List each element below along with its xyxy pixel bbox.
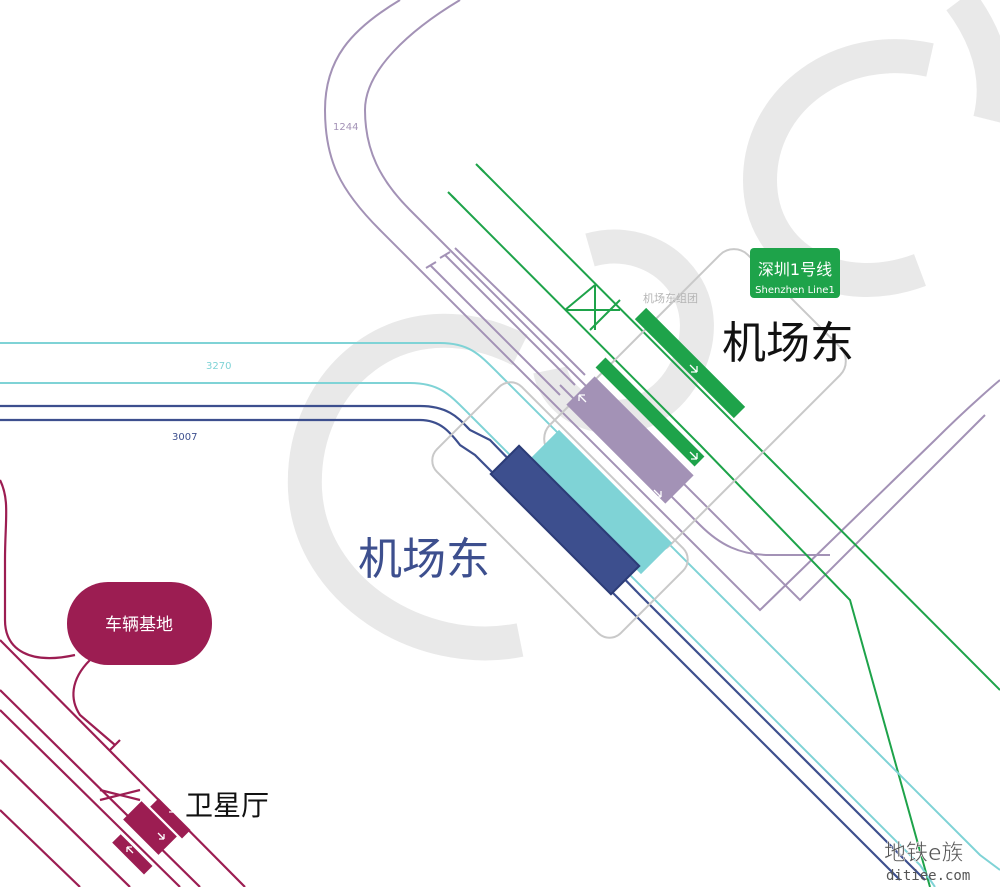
green-line	[447, 163, 1000, 887]
navy-track-label: 3007	[172, 432, 197, 443]
arrow-icon	[689, 451, 698, 460]
maroon-stop	[109, 739, 121, 751]
watermark-letter-c-small	[742, 39, 934, 297]
maroon-depot-link-2	[72, 659, 116, 746]
site-watermark: 地铁e族 ditiee.com	[884, 841, 971, 884]
depot-label: 车辆基地	[105, 615, 173, 635]
satellite-hall-label: 卫星厅	[185, 789, 269, 822]
site-watermark-en: ditiee.com	[886, 868, 970, 884]
arrow-icon	[157, 832, 165, 840]
depot-badge: 车辆基地	[67, 582, 212, 665]
navy-track-1	[0, 404, 926, 881]
station-labels: 机场东组团 机场东 机场东 卫星厅	[185, 291, 854, 822]
arrow-icon	[167, 805, 175, 813]
maroon-track-1	[0, 689, 201, 887]
airport-east-main-box	[431, 381, 689, 639]
shenzhen-line1-badge: 深圳1号线 Shenzhen Line1	[750, 248, 840, 298]
maroon-platform-1	[123, 801, 177, 855]
line-badge-subtitle: Shenzhen Line1	[755, 285, 835, 296]
purple-station-curve	[559, 384, 830, 556]
green-platform-2	[595, 357, 705, 467]
track-labels: 1244 3270 3007	[172, 122, 358, 443]
purple-spur-3	[454, 247, 586, 376]
green-crossover	[564, 284, 621, 331]
purple-spur-stop-1	[425, 261, 437, 269]
maroon-track-2	[0, 709, 181, 887]
platforms	[112, 307, 746, 875]
navy-track-2	[0, 418, 901, 881]
purple-line	[323, 0, 1000, 612]
arrow-icon	[126, 846, 134, 854]
watermark-letter-c-large	[287, 313, 528, 661]
green-track-2	[451, 195, 931, 887]
purple-spur-stop-2	[439, 251, 451, 259]
green-track-1	[479, 167, 1000, 691]
green-stop-1	[475, 163, 485, 173]
teal-platform	[527, 429, 673, 575]
maroon-track-3	[0, 639, 246, 887]
depot-pill	[67, 582, 212, 665]
maroon-depot-link-1	[0, 479, 76, 660]
navy-platform	[489, 444, 641, 596]
airport-east-main-label: 机场东	[358, 534, 490, 585]
green-stop-2	[447, 191, 457, 201]
navy-line	[0, 404, 926, 881]
teal-track-label: 3270	[206, 361, 231, 372]
site-watermark-cn: 地铁e族	[884, 841, 964, 866]
watermark-letter-arc-top	[946, 0, 1000, 123]
purple-spur-2	[444, 254, 576, 386]
platform-arrows	[126, 364, 698, 854]
maroon-crossover	[99, 788, 141, 802]
airport-east-sz-label: 机场东	[722, 318, 854, 369]
arrow-icon	[578, 394, 587, 403]
line-badge-title: 深圳1号线	[758, 260, 832, 279]
maroon-track-5	[0, 809, 81, 887]
line-badge-bg	[750, 248, 840, 298]
maroon-platform-3	[112, 834, 153, 875]
arrow-icon	[689, 364, 698, 373]
arrow-icon	[653, 489, 662, 498]
purple-spur-1	[429, 264, 561, 396]
airport-east-group-label: 机场东组团	[643, 291, 698, 305]
maroon-platform-2	[150, 798, 191, 839]
maroon-track-4	[0, 759, 131, 887]
teal-track-1	[0, 342, 1000, 871]
purple-track-inner	[363, 0, 986, 602]
purple-platform	[566, 376, 694, 504]
maroon-line	[0, 479, 246, 887]
purple-track-label: 1244	[333, 122, 358, 133]
purple-track-outer	[323, 0, 1000, 612]
green-platform-1	[634, 307, 746, 419]
